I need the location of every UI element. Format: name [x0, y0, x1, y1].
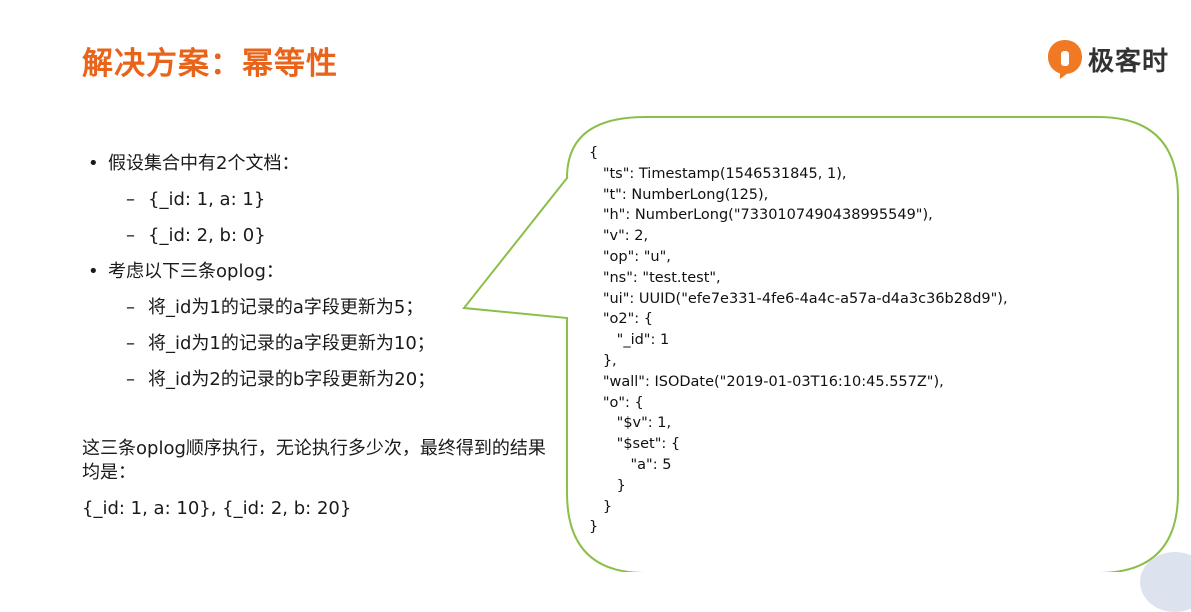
code-line: "op": "u", [589, 248, 671, 265]
sub-item-text: {_id: 2, b: 0} [148, 225, 266, 246]
bullet-item: • 考虑以下三条oplog： [88, 260, 284, 284]
sub-mark: – [126, 297, 135, 318]
sub-mark: – [126, 333, 135, 354]
sub-item: –将_id为1的记录的a字段更新为10； [126, 332, 435, 356]
bullet-mark: • [88, 261, 99, 282]
code-line: "ui": UUID("efe7e331-4fe6-4a4c-a57a-d4a3… [589, 290, 1008, 307]
sub-item: –将_id为1的记录的a字段更新为5； [126, 296, 423, 320]
bullet-item: • 假设集合中有2个文档： [88, 152, 299, 176]
code-line: } [589, 498, 613, 515]
slide-title: 解决方案：幂等性 [82, 46, 338, 82]
code-line: } [589, 519, 599, 536]
sub-item-text: 将_id为1的记录的a字段更新为10； [148, 333, 435, 354]
speech-bubble [462, 116, 1179, 572]
geektime-logo-icon [1048, 40, 1082, 79]
code-line: "o": { [589, 394, 644, 411]
summary-result: {_id: 1, a: 10}, {_id: 2, b: 20} [82, 498, 352, 519]
code-line: "h": NumberLong("7330107490438995549"), [589, 207, 933, 224]
bullet-mark: • [88, 153, 99, 174]
sub-mark: – [126, 369, 135, 390]
code-line: "v": 2, [589, 228, 649, 245]
code-line: "wall": ISODate("2019-01-03T16:10:45.557… [589, 373, 944, 390]
sub-item-text: 将_id为2的记录的b字段更新为20； [148, 369, 436, 390]
brand-text: 极客时 [1088, 46, 1170, 77]
sub-item: –{_id: 1, a: 1} [126, 188, 265, 212]
sub-item-text: 将_id为1的记录的a字段更新为5； [148, 297, 424, 318]
code-line: "a": 5 [589, 456, 672, 473]
code-line: "$set": { [589, 436, 681, 453]
code-line: } [589, 477, 626, 494]
code-line: { [589, 145, 599, 161]
bullet-text: 假设集合中有2个文档： [108, 153, 300, 174]
code-line: "t": NumberLong(125), [589, 186, 769, 203]
sub-item-text: {_id: 1, a: 1} [148, 189, 266, 210]
sub-mark: – [126, 225, 135, 246]
sub-item: –{_id: 2, b: 0} [126, 224, 266, 248]
oplog-code-block: { "ts": Timestamp(1546531845, 1), "t": N… [589, 143, 1008, 538]
sub-mark: – [126, 189, 135, 210]
code-line: "o2": { [589, 311, 653, 328]
code-line: "$v": 1, [589, 415, 672, 432]
speech-bubble-outline [462, 116, 1179, 572]
code-line: "_id": 1 [589, 332, 670, 349]
code-line: "ns": "test.test", [589, 269, 721, 286]
sub-item: –将_id为2的记录的b字段更新为20； [126, 368, 435, 392]
brand: 极客时 [1046, 37, 1169, 81]
bullet-text: 考虑以下三条oplog： [108, 261, 284, 282]
code-line: }, [589, 352, 617, 369]
summary-text: 这三条oplog顺序执行，无论执行多少次，最终得到的结果均是： [82, 438, 546, 483]
code-line: "ts": Timestamp(1546531845, 1), [589, 165, 847, 182]
